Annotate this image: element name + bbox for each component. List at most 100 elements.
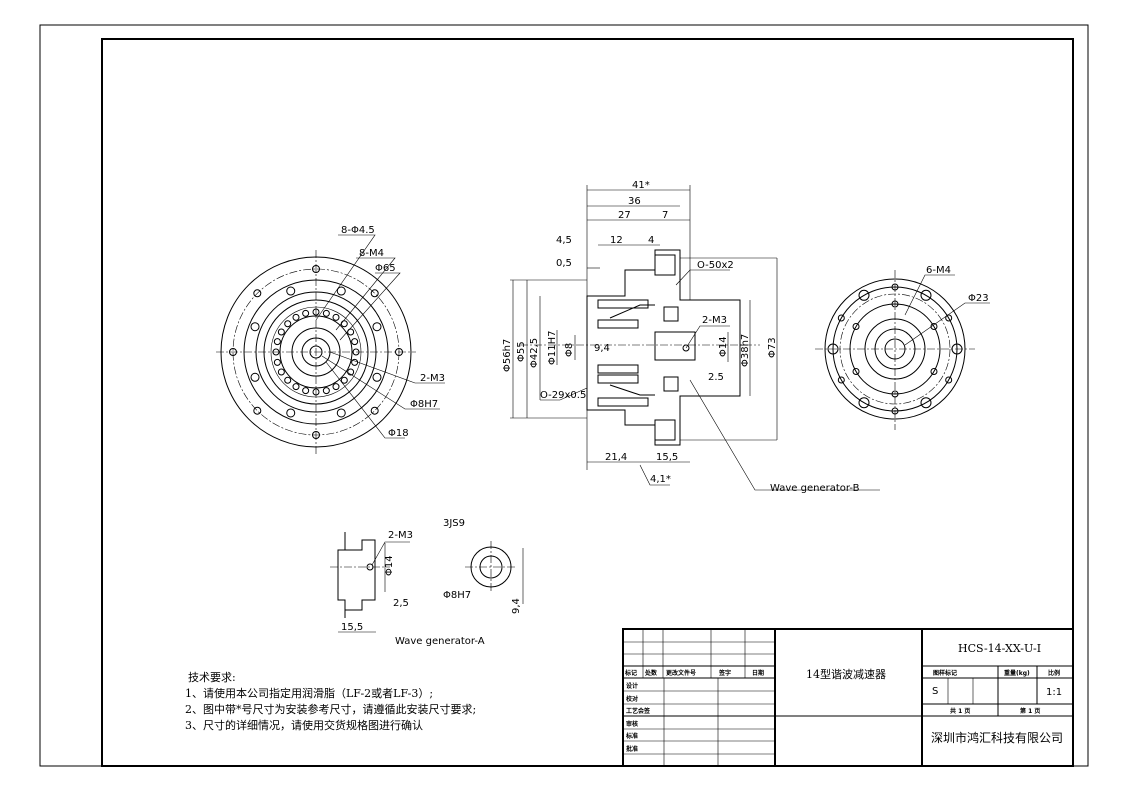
dim-phi42-5: Φ42,5 [529,338,540,368]
total-sheets: 共 1 页 [950,707,970,715]
bolt-hole [312,388,320,396]
tech-req-item: 2、图中带*号尺寸为安装参考尺寸，请遵循此安装尺寸要求; [185,702,476,716]
bolt-hole [312,308,320,316]
label-wave-generator-a: Wave generator-A [395,636,485,647]
bolt-hole [827,343,839,355]
dim-phi55: Φ55 [516,341,527,362]
bolt-hole [852,323,860,330]
dim-phi73: Φ73 [767,337,778,358]
dim-4-1: 4,1* [650,474,671,485]
dim-phi56h7: Φ56h7 [502,339,513,372]
bolt-hole [302,387,310,395]
bolt-hole [286,286,296,296]
dim-4-5: 4,5 [556,235,572,246]
role-label: 校对 [626,695,638,703]
label-6-m4: 6-M4 [926,265,951,276]
bolt-hole [312,431,320,439]
dim-phi14: Φ14 [384,555,395,576]
label-wave-generator-b: Wave generator-B [770,483,860,494]
dim-41: 41* [632,180,650,191]
dim-12: 12 [610,235,623,246]
dim-phi14: Φ14 [718,336,729,357]
product-name: 14型谐波减速器 [806,667,886,681]
role-label: 设计 [626,682,638,690]
company-name: 深圳市鸿汇科技有限公司 [931,730,1063,745]
bolt-hole [352,348,360,356]
bolt-hole [945,314,953,322]
bolt-hole [277,328,285,336]
bolt-hole [292,383,300,391]
sheet-number: 第 1 页 [1019,707,1040,715]
bolt-hole [273,338,281,346]
rev-header: 标记 [624,669,637,677]
header-scale: 比例 [1048,669,1060,677]
bolt-hole [347,368,355,376]
label-o-ring-50x2: O-50x2 [697,260,734,271]
dim-phi8: Φ8 [564,343,575,357]
bolt-hole [336,408,346,418]
bolt-hole [272,348,280,356]
bolt-hole [302,309,310,317]
drawing-number: HCS-14-XX-U-I [958,642,1041,655]
bolt-hole [284,376,292,384]
dim-2-5: 2,5 [393,598,409,609]
bolt-hole [292,313,300,321]
bolt-hole [229,348,237,356]
bolt-hole [250,322,260,332]
scale-value: 1:1 [1046,687,1062,698]
label-o-ring-29x0-5: O-29x0.5 [540,390,586,401]
bolt-hole [340,376,348,384]
dim-phi38h7: Φ38h7 [740,334,751,367]
bolt-hole [273,358,281,366]
bolt-hole [250,372,260,382]
bolt-hole [312,265,320,273]
bolt-hole [336,286,346,296]
wave-generator-a: 2-M3 Φ14 2,5 15,5 3JS9 Φ8H7 9,4 Wave gen… [330,518,524,647]
bolt-hole [284,320,292,328]
rear-view: 6-M4 Φ23 [815,265,990,430]
bolt-hole [858,289,870,301]
bolt-hole [372,372,382,382]
label-2-m3: 2-M3 [420,373,445,384]
bolt-hole [930,368,938,375]
bolt-hole [372,322,382,332]
label-phi18: Φ18 [388,428,409,439]
rev-header: 更改文件号 [666,669,696,677]
header-weight: 重量(kg) [1004,669,1030,677]
bolt-hole [945,376,953,384]
bolt-hole [286,408,296,418]
title-block: 标记 处数 更改文件号 签字 日期 设计 校对 工艺会签 审核 标准 批准 14… [622,628,1074,767]
label-8-m4: 8-M4 [359,248,384,259]
role-label: 工艺会签 [626,707,651,715]
label-2-m3: 2-M3 [702,315,727,326]
dim-15-5: 15,5 [656,452,678,463]
label-8-phi4-5: 8-Φ4.5 [341,225,375,236]
bolt-hole [858,397,870,409]
role-label: 标准 [625,732,638,740]
bolt-hole [253,289,262,298]
tech-req-item: 3、尺寸的详细情况，请使用交货规格图进行确认 [185,718,423,732]
bolt-hole [920,289,932,301]
label-phi8h7: Φ8H7 [410,399,438,410]
label-phi65: Φ65 [375,263,396,274]
bolt-hole [951,343,963,355]
bolt-hole [837,376,845,384]
bolt-hole [920,397,932,409]
front-view: 8-Φ4.5 8-M4 Φ65 2-M3 Φ8H7 Φ18 [216,225,445,455]
section-view: 41* 36 27 7 4,5 12 4 0,5 O-50x2 2-M3 Φ56… [502,180,880,494]
dim-9-4: 9,4 [594,343,610,354]
dim-15-5: 15,5 [341,622,363,633]
bolt-hole [277,368,285,376]
role-label: 批准 [626,745,638,753]
bolt-hole [322,309,330,317]
dim-7: 7 [662,210,668,221]
tech-req-title: 技术要求: [188,671,236,684]
dim-0-5: 0,5 [556,258,572,269]
dim-27: 27 [618,210,631,221]
dim-21-4: 21,4 [605,452,627,463]
label-2-m3: 2-M3 [388,530,413,541]
rev-header: 签字 [718,669,731,677]
bolt-hole [370,289,379,298]
bolt-hole [340,320,348,328]
